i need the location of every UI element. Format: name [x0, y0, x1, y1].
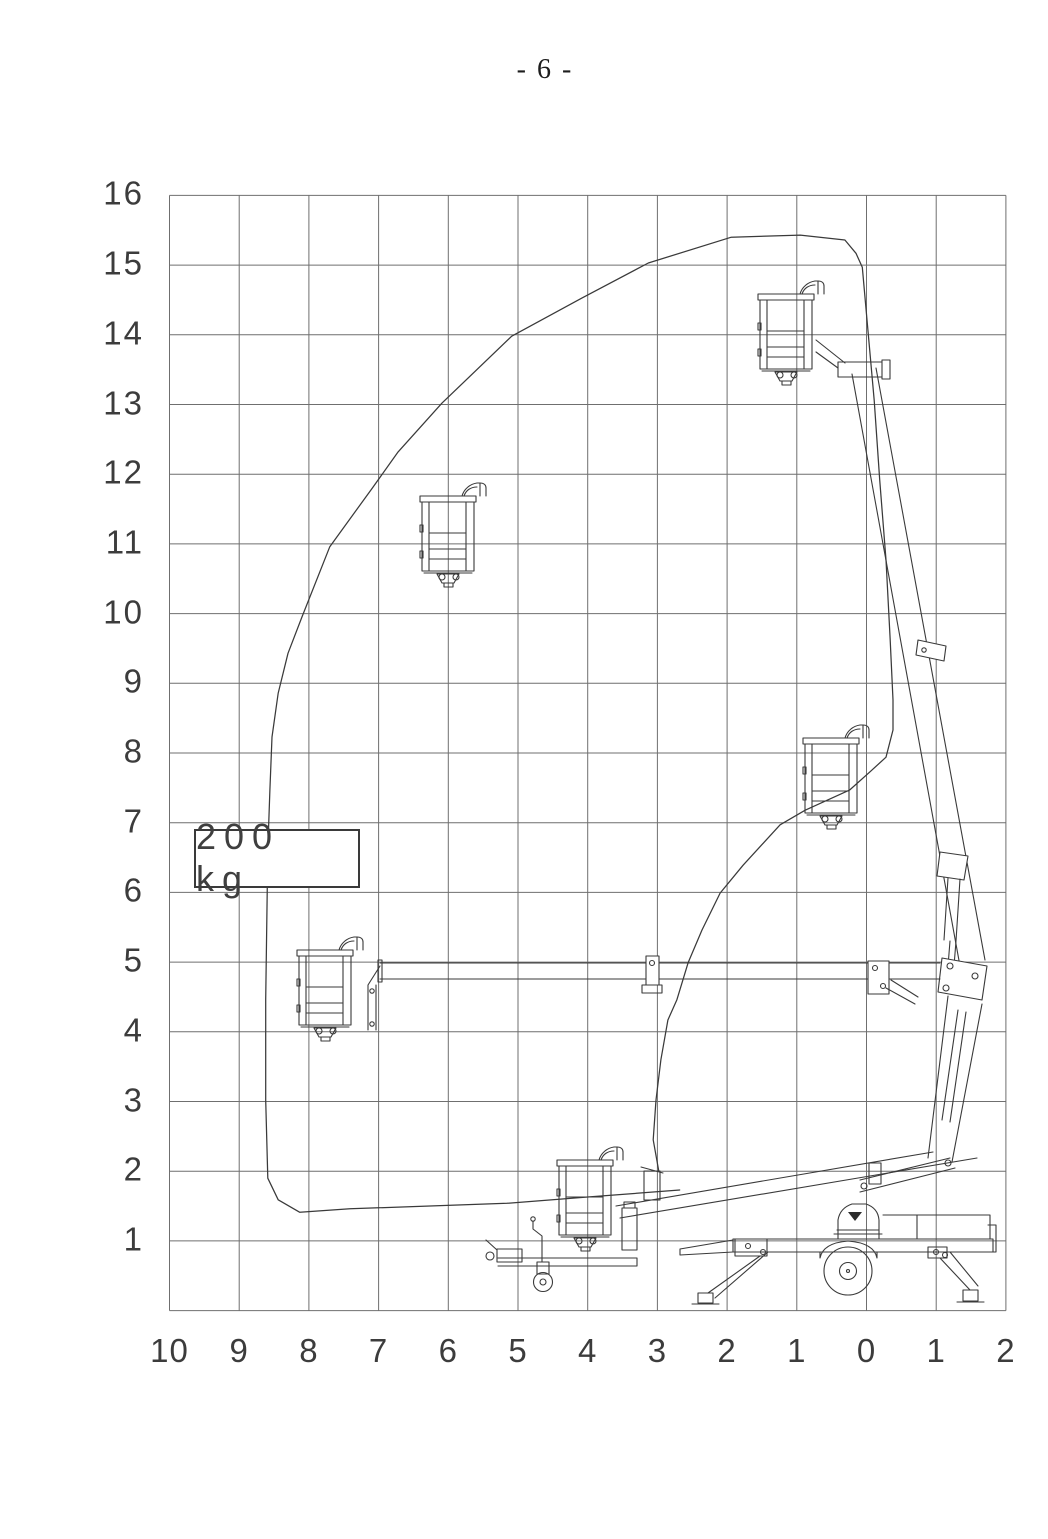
y-axis-label: 5 — [123, 941, 144, 979]
y-axis-label: 4 — [123, 1011, 144, 1049]
basket-position-mid-high — [419, 482, 487, 588]
x-axis-label: 4 — [578, 1332, 598, 1369]
boom-support — [640, 1166, 664, 1201]
y-axis-label: 7 — [123, 802, 144, 840]
jockey-crank — [532, 1220, 543, 1263]
machine-base — [679, 1203, 997, 1305]
drawbar — [497, 1257, 638, 1267]
stowed-cylinder — [621, 1201, 638, 1251]
wheel-center — [845, 1268, 851, 1274]
y-axis-label: 10 — [103, 593, 144, 631]
boom-collar — [915, 639, 947, 662]
wheel-fender — [819, 1240, 878, 1259]
y-axis-label: 13 — [103, 383, 144, 421]
working-envelope-outline — [265, 234, 894, 1213]
jockey-hub — [539, 1278, 547, 1286]
jib-cylinder — [837, 359, 891, 380]
y-axis-label: 8 — [123, 732, 144, 770]
basket-position-max-height — [757, 280, 825, 386]
wheel-hub — [838, 1261, 858, 1281]
turret — [837, 1203, 880, 1240]
capacity-box: 200 kg — [194, 816, 360, 899]
y-axis-label: 12 — [103, 453, 144, 491]
x-axis-label: 0 — [856, 1332, 877, 1369]
basket-position-above-machine — [802, 724, 870, 830]
transport-boom — [615, 1151, 978, 1219]
y-axis-label: 16 — [103, 174, 144, 212]
x-axis-label: 8 — [299, 1332, 319, 1369]
raised-boom-assembly — [815, 339, 988, 1193]
y-axis-label: 1 — [123, 1220, 144, 1258]
x-axis-label: 9 — [229, 1332, 249, 1369]
jockey-wheel — [532, 1271, 554, 1293]
grid — [169, 194, 1007, 1312]
y-axis-label: 6 — [123, 871, 144, 909]
tow-hitch — [485, 1239, 523, 1263]
transport-assembly — [485, 1151, 978, 1293]
boom-mount-right — [867, 960, 890, 995]
x-axis-label: 1 — [787, 1332, 807, 1369]
y-axis-label: 14 — [103, 314, 144, 352]
y-axis-label: 3 — [123, 1080, 144, 1118]
luffing-cylinder — [943, 877, 961, 967]
y-axis-label: 9 — [123, 662, 144, 700]
turret-mark — [848, 1212, 862, 1221]
capacity-label: 200 kg — [196, 815, 281, 899]
basket-jib-left — [367, 965, 381, 1031]
chassis-body — [882, 1214, 997, 1253]
slew-ring — [833, 1229, 883, 1235]
x-axis-label: 5 — [508, 1332, 528, 1369]
x-axis-label: 7 — [368, 1332, 389, 1369]
boom-post — [868, 1162, 882, 1185]
horizontal-boom — [377, 959, 941, 983]
collar-pin — [921, 647, 927, 653]
x-axis-label: 2 — [717, 1332, 737, 1369]
basket-position-max-outreach — [296, 936, 364, 1042]
basket-link-top — [815, 339, 846, 369]
y-axis-label: 2 — [123, 1150, 144, 1188]
outrigger-right — [927, 1246, 985, 1303]
x-axis-label: 1 — [926, 1332, 946, 1369]
outrigger-left — [691, 1238, 769, 1305]
y-axis-label: 15 — [103, 244, 144, 282]
hitch-ring — [485, 1251, 495, 1261]
turret-link — [859, 1157, 956, 1193]
boom-head — [936, 851, 969, 881]
horizontal-boom-assembly — [367, 955, 941, 1031]
x-axis-label: 2 — [996, 1332, 1016, 1369]
y-axis-label: 11 — [105, 523, 144, 561]
x-axis-label: 3 — [647, 1332, 668, 1369]
lower-arm — [927, 995, 983, 1163]
x-axis-label: 10 — [150, 1332, 189, 1369]
wheel — [823, 1246, 873, 1296]
x-axis-label: 6 — [438, 1332, 458, 1369]
mount-link — [885, 979, 919, 1005]
drawbar-working — [679, 1239, 734, 1256]
page-number: - 6 - — [516, 54, 574, 85]
knuckle — [937, 957, 988, 1001]
